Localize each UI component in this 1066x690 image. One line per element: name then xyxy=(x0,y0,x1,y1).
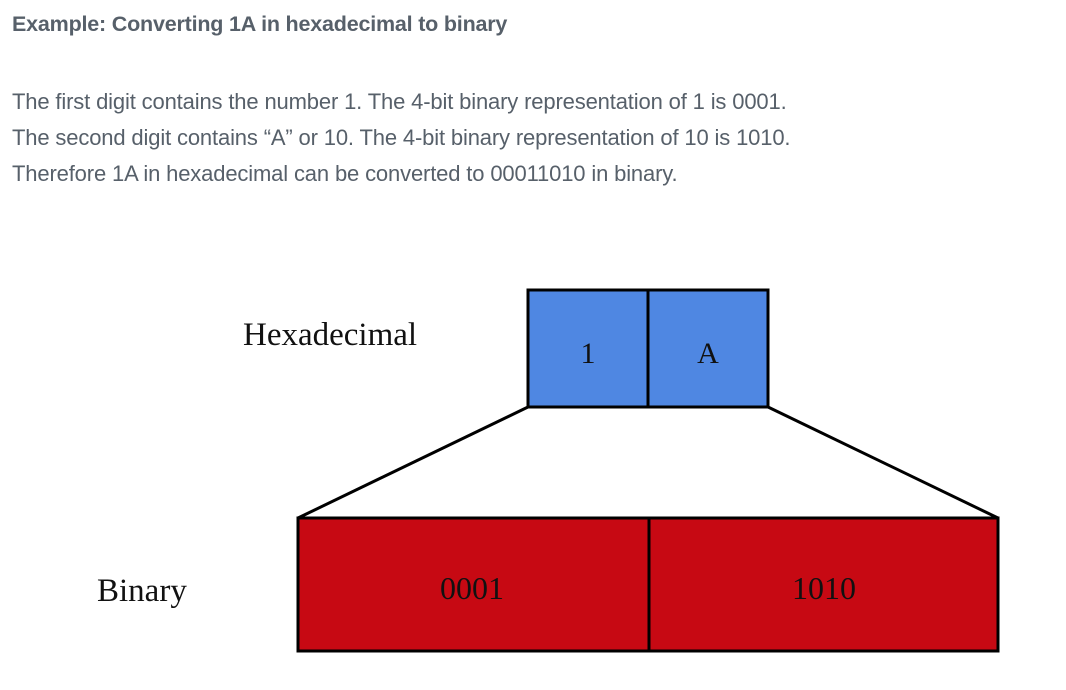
binary-group-text: 0001 xyxy=(440,570,504,606)
paragraph-line: Therefore 1A in hexadecimal can be conve… xyxy=(12,161,678,186)
paragraph-line: The first digit contains the number 1. T… xyxy=(12,89,787,114)
example-heading: Example: Converting 1A in hexadecimal to… xyxy=(12,12,508,36)
hex-digit-text: 1 xyxy=(581,337,596,370)
hex-digit-cell xyxy=(646,288,770,409)
binary-label: Binary xyxy=(97,573,187,609)
expansion-line-left xyxy=(297,405,529,520)
binary-group-text: 1010 xyxy=(792,570,856,606)
hex-label: Hexadecimal xyxy=(243,317,417,353)
binary-group-cell xyxy=(296,516,651,653)
hex-digit-cell xyxy=(526,288,650,409)
paragraph-line: The second digit contains “A” or 10. The… xyxy=(12,125,791,150)
hex-digit-text: A xyxy=(697,337,719,370)
binary-group-cell xyxy=(647,516,1000,653)
expansion-line-right xyxy=(767,405,999,520)
explanation-paragraph: The first digit contains the number 1. T… xyxy=(12,84,791,192)
